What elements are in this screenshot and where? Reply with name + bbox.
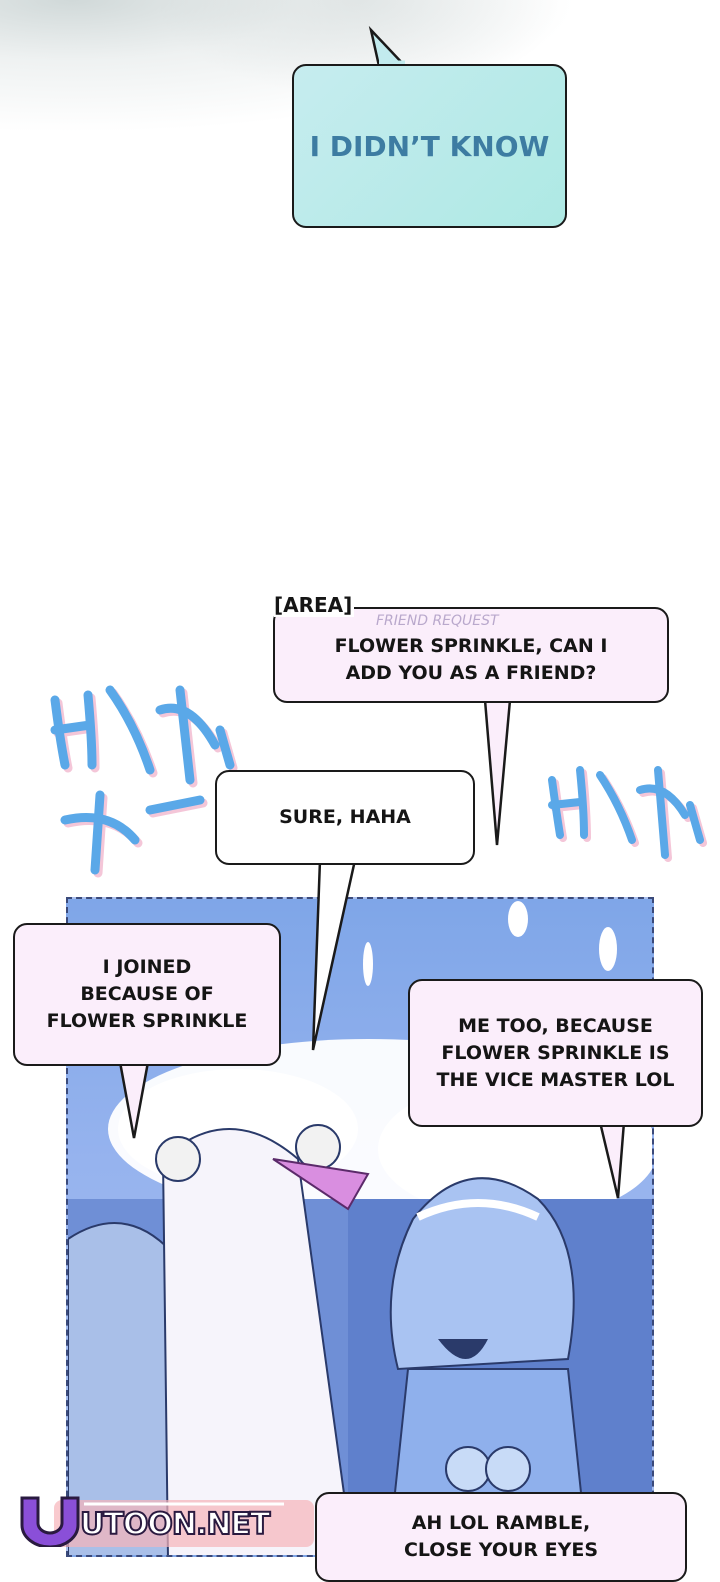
- bubble-text: FLOWER SPRINKLE IS: [441, 1041, 670, 1064]
- bubble-text: SURE, HAHA: [279, 806, 411, 828]
- watermark-text: UTOON.NET: [79, 1506, 271, 1543]
- bubble-text: FLOWER SPRINKLE: [46, 1010, 248, 1032]
- bubble-text: AH LOL RAMBLE,: [411, 1512, 591, 1534]
- sfx-bustle-right: [548, 766, 707, 862]
- bubble-text: CLOSE YOUR EYES: [403, 1539, 599, 1561]
- bubble-text: ME TOO, BECAUSE: [458, 1014, 653, 1037]
- speech-bubble-me-too: ME TOO, BECAUSE FLOWER SPRINKLE IS THE V…: [408, 979, 703, 1127]
- bubble-text: THE VICE MASTER LOL: [436, 1068, 675, 1091]
- bubble-text: BECAUSE OF: [80, 983, 214, 1005]
- speech-bubble-friend-request: FLOWER SPRINKLE, CAN I ADD YOU AS A FRIE…: [273, 607, 669, 703]
- friend-request-label: FRIEND REQUEST: [376, 613, 499, 629]
- bubble-text: I JOINED: [102, 956, 192, 978]
- bubble-text: FLOWER SPRINKLE, CAN I: [334, 635, 608, 657]
- utoon-logo: [20, 1496, 314, 1547]
- speech-bubble-ramble: AH LOL RAMBLE, CLOSE YOUR EYES: [315, 1492, 687, 1582]
- bubble-text: ADD YOU AS A FRIEND?: [345, 662, 597, 684]
- bubble-text: I DIDN’T KNOW: [309, 129, 550, 163]
- speech-bubble-joined: I JOINED BECAUSE OF FLOWER SPRINKLE: [13, 923, 281, 1066]
- speech-bubble-sure: SURE, HAHA: [215, 770, 475, 865]
- sfx-bustle-left: [50, 685, 238, 878]
- speech-bubble-didnt-know: I DIDN’T KNOW: [292, 64, 567, 228]
- bubble-tail: [118, 1061, 150, 1139]
- bubble-tail: [483, 699, 512, 846]
- bubble-tail: [311, 859, 357, 1051]
- bubble-tail: [598, 1121, 626, 1199]
- area-tag: [AREA]: [274, 593, 355, 617]
